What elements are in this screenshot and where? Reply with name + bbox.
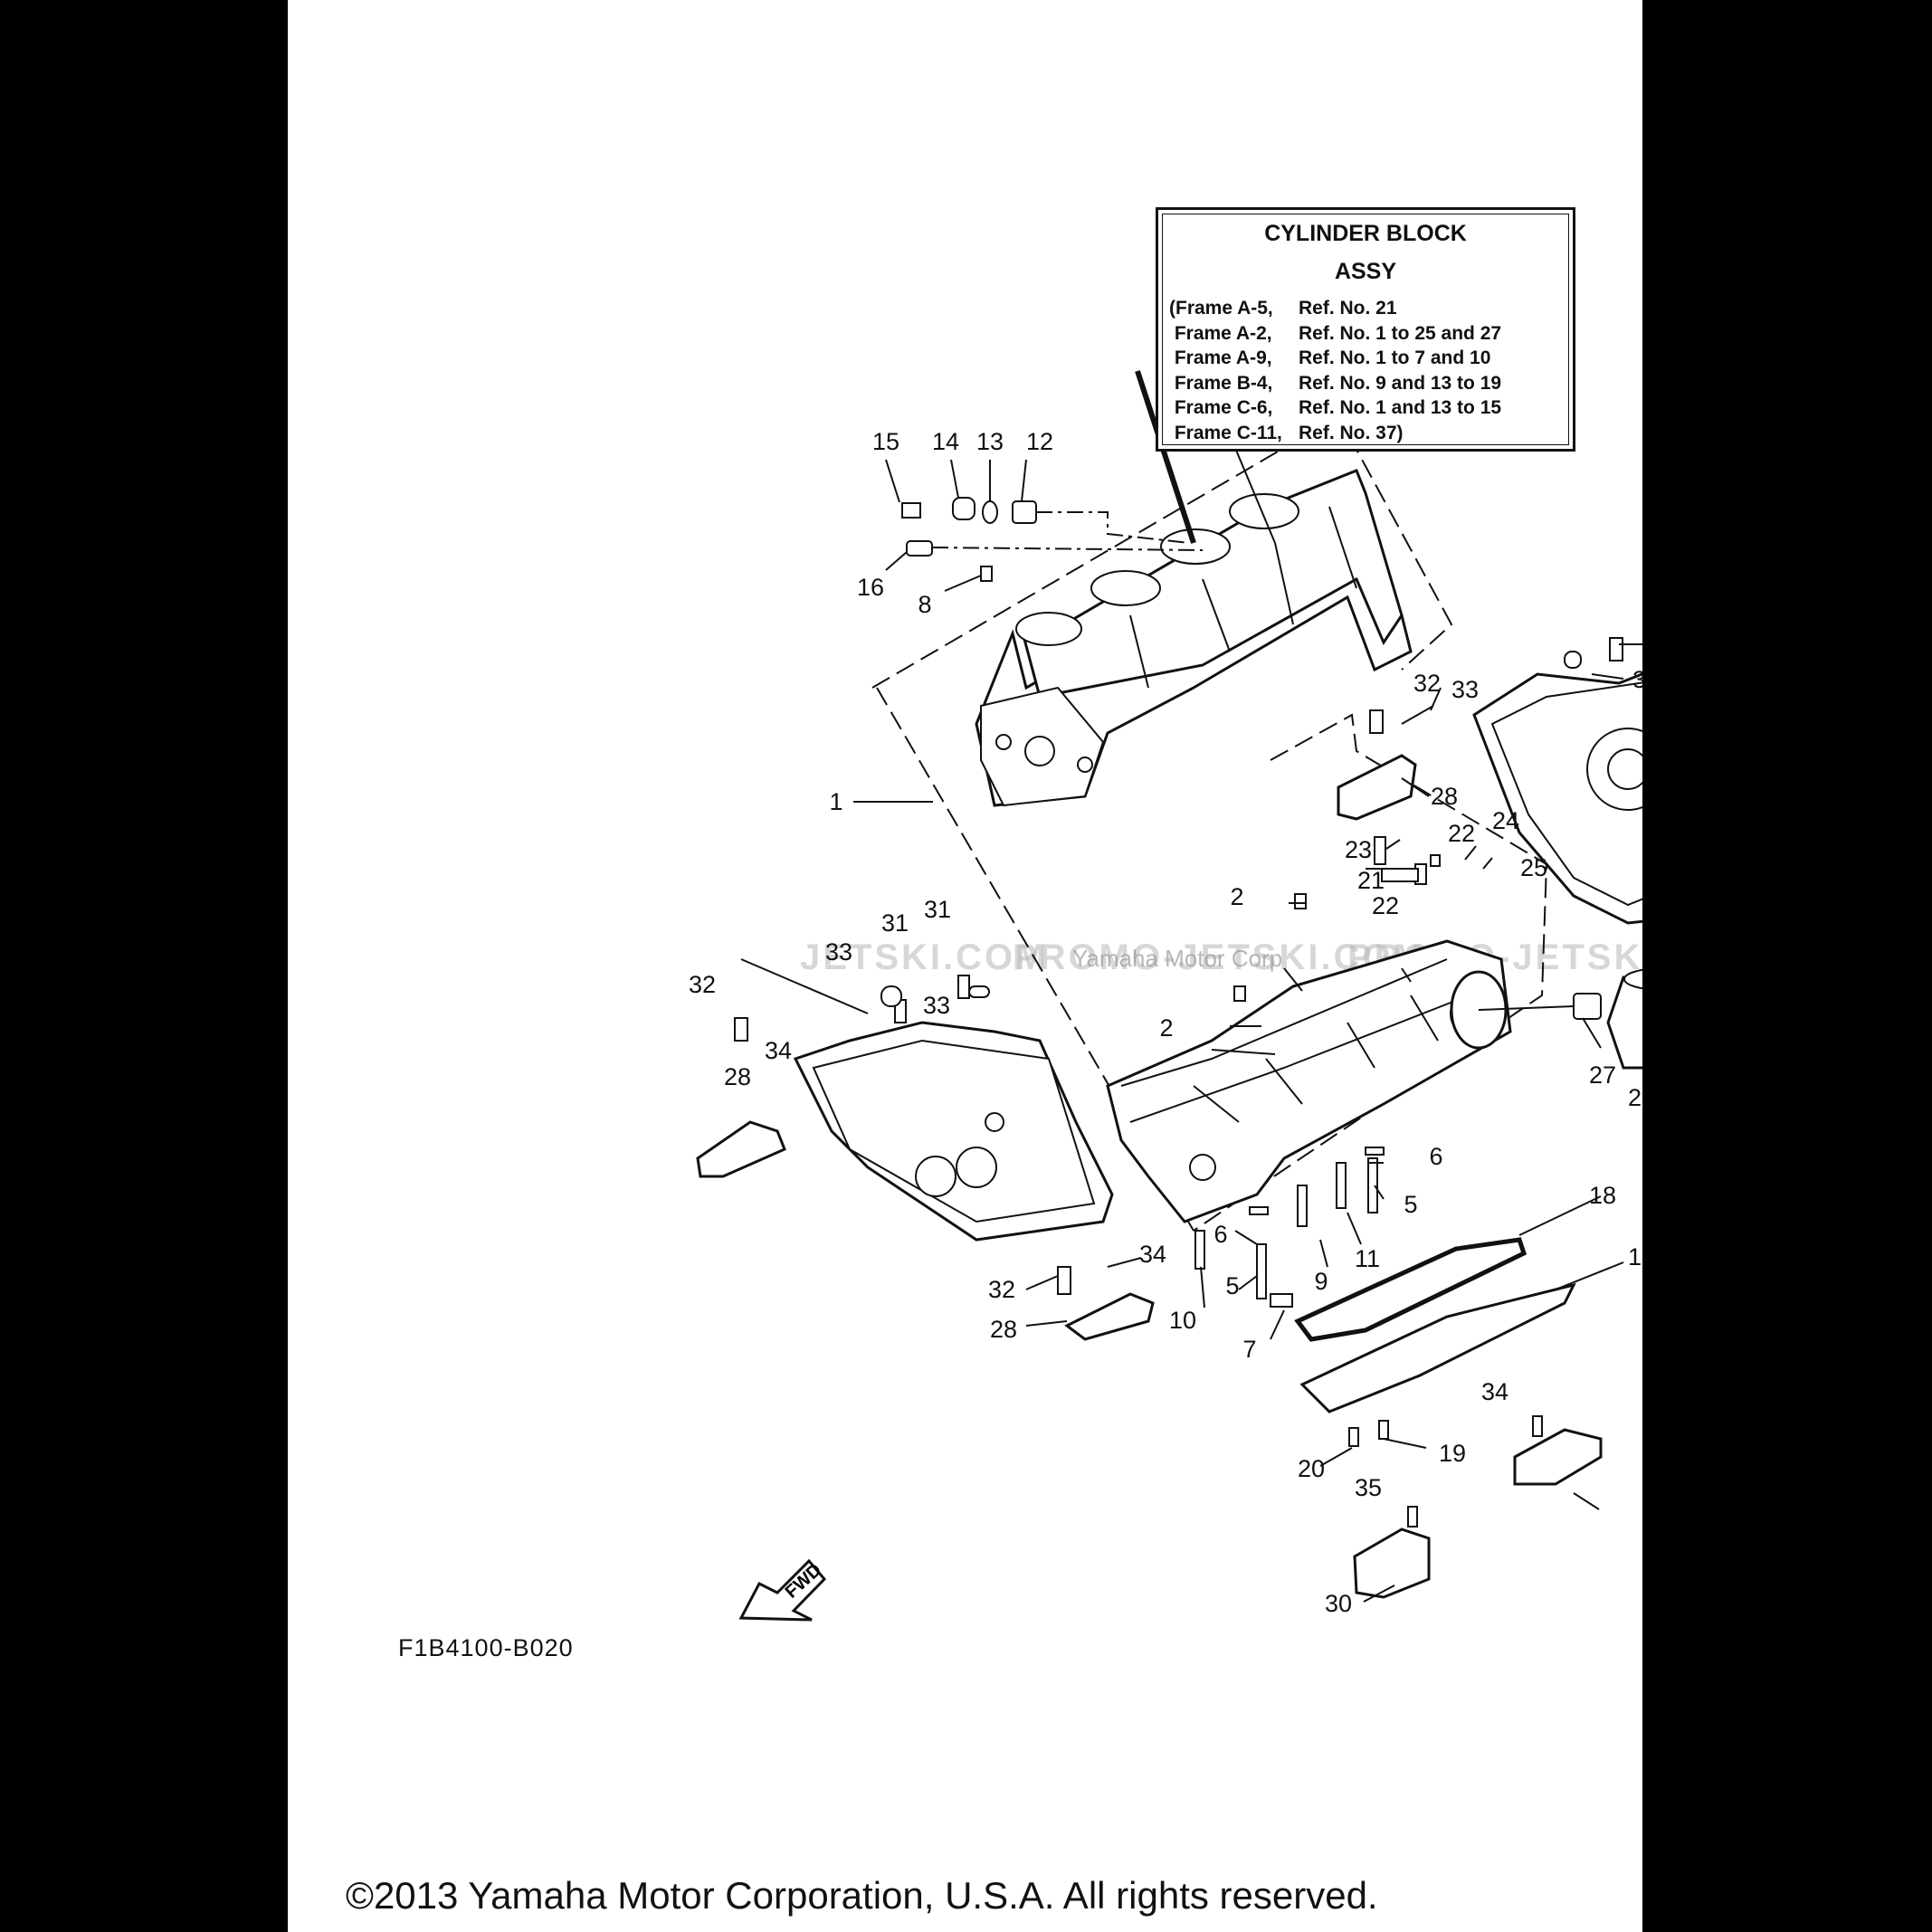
ref-row: Frame A-9,Ref. No. 1 to 7 and 10 bbox=[1169, 347, 1491, 368]
stud-4 bbox=[1135, 370, 1196, 544]
callout-14: 14 bbox=[932, 428, 959, 455]
ref-row: Frame A-2,Ref. No. 1 to 25 and 27 bbox=[1169, 322, 1502, 344]
watermark-owner: Yamaha Motor Corp bbox=[1072, 945, 1282, 972]
ref-row: (Frame A-5,Ref. No. 21 bbox=[1169, 298, 1397, 319]
leader-lines bbox=[740, 397, 1642, 1603]
box-title: CYLINDER BLOCK bbox=[1264, 221, 1467, 246]
cylinder-block-assy-box: CYLINDER BLOCK ASSY (Frame A-5,Ref. No. … bbox=[1156, 207, 1575, 452]
exploded-parts-diagram: JETSKI.COM PROMO-JETSKI.COM PROMO-JETSKI… bbox=[689, 343, 1642, 1622]
bolts bbox=[734, 637, 1623, 1528]
watermark-left: JETSKI.COM bbox=[800, 937, 1048, 977]
crankcase bbox=[1106, 939, 1512, 1223]
callout-22: 22 bbox=[1448, 820, 1475, 847]
callout-30: 30 bbox=[1325, 1590, 1352, 1617]
callout-2: 2 bbox=[1159, 1014, 1173, 1042]
oil-pan bbox=[1299, 1282, 1576, 1413]
callout-9: 9 bbox=[1314, 1268, 1328, 1295]
box-ref-list: (Frame A-5,Ref. No. 21 Frame A-2,Ref. No… bbox=[1169, 296, 1501, 445]
callout-5: 5 bbox=[1225, 1272, 1239, 1299]
callout-31: 31 bbox=[924, 896, 951, 923]
callout-10: 10 bbox=[1169, 1307, 1196, 1334]
callout-20: 20 bbox=[1298, 1455, 1325, 1482]
callout-11: 11 bbox=[1355, 1245, 1380, 1272]
callout-5: 5 bbox=[1404, 1191, 1417, 1218]
callout-13: 13 bbox=[976, 428, 1004, 455]
diagram-sheet: JETSKI.COM PROMO-JETSKI.COM PROMO-JETSKI… bbox=[288, 0, 1642, 1932]
callout-28: 28 bbox=[724, 1063, 751, 1090]
callout-6: 6 bbox=[1429, 1143, 1442, 1170]
callout-34: 34 bbox=[1139, 1241, 1166, 1268]
callout-28: 28 bbox=[1431, 783, 1458, 810]
callout-19: 19 bbox=[1439, 1440, 1466, 1467]
crankcase-cover-right bbox=[1472, 672, 1642, 925]
callout-18: 18 bbox=[1589, 1182, 1616, 1209]
callout-12: 12 bbox=[1026, 428, 1053, 455]
callout-32: 32 bbox=[988, 1276, 1015, 1303]
callout-22: 22 bbox=[1372, 892, 1399, 919]
callout-26: 26 bbox=[1628, 1084, 1642, 1111]
mount-bracket-bottom bbox=[1064, 1292, 1155, 1341]
callout-21: 21 bbox=[1357, 867, 1385, 894]
callout-35: 35 bbox=[1355, 1474, 1382, 1501]
callout-32: 32 bbox=[689, 971, 716, 998]
callout-8: 8 bbox=[918, 591, 931, 618]
callout-31: 31 bbox=[881, 909, 909, 937]
ref-row: Frame B-4,Ref. No. 9 and 13 to 19 bbox=[1169, 372, 1502, 394]
callout-32: 32 bbox=[1413, 670, 1441, 697]
callout-23: 23 bbox=[1345, 836, 1372, 863]
callout-15: 15 bbox=[872, 428, 899, 455]
mount-bracket-upper bbox=[1337, 754, 1417, 821]
oil-filter bbox=[1450, 968, 1642, 1070]
callout-24: 24 bbox=[1492, 807, 1519, 834]
callout-16: 16 bbox=[857, 574, 884, 601]
plug-parts bbox=[901, 415, 1232, 582]
callout-6: 6 bbox=[1213, 1221, 1227, 1248]
callout-2: 2 bbox=[1230, 883, 1243, 910]
copyright-notice: ©2013 Yamaha Motor Corporation, U.S.A. A… bbox=[346, 1874, 1378, 1917]
cylinder-block bbox=[975, 469, 1413, 807]
box-subtitle: ASSY bbox=[1334, 259, 1397, 284]
callout-33: 32 bbox=[1632, 666, 1642, 693]
callout-17: 17 bbox=[1628, 1243, 1642, 1271]
damper-30 bbox=[1353, 1528, 1431, 1599]
mount-bracket-left bbox=[696, 1120, 786, 1178]
fwd-arrow: FWD bbox=[738, 1558, 827, 1622]
callout-25: 25 bbox=[1520, 854, 1547, 881]
damper-29 bbox=[1513, 1428, 1603, 1486]
crankcase-cover-left bbox=[793, 1021, 1114, 1242]
callout-33: 33 bbox=[825, 938, 852, 966]
oil-pan-gasket bbox=[1294, 1237, 1528, 1342]
cylinder-block-outline bbox=[871, 414, 1453, 689]
callout-1: 1 bbox=[829, 788, 842, 815]
callout-28: 28 bbox=[990, 1316, 1017, 1343]
callout-33: 33 bbox=[923, 992, 950, 1019]
callout-27: 27 bbox=[1589, 1061, 1616, 1089]
callout-7: 7 bbox=[1242, 1336, 1256, 1363]
drawing-code: F1B4100-B020 bbox=[398, 1634, 574, 1661]
ref-row: Frame C-11,Ref. No. 37) bbox=[1169, 422, 1404, 443]
callout-35: 34 bbox=[1481, 1378, 1508, 1405]
callout-34: 33 bbox=[1451, 676, 1479, 703]
callout-34: 34 bbox=[765, 1037, 792, 1064]
ref-row: Frame C-6,Ref. No. 1 and 13 to 15 bbox=[1169, 397, 1502, 418]
